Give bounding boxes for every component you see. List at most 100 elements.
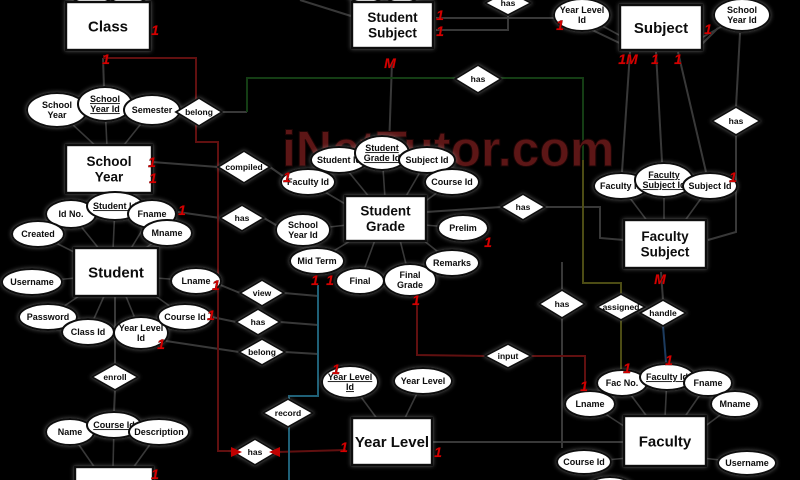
attribute-ellipse	[280, 168, 336, 196]
relationship-label: belong	[248, 347, 276, 357]
cardinality-label: 1	[148, 154, 156, 170]
attribute-label: Lname	[181, 276, 210, 286]
attribute-fac-no: Fac No.	[596, 369, 648, 397]
cardinality-label: M	[384, 55, 396, 71]
relationship-compiled: compiled	[216, 149, 272, 185]
connector-line	[283, 292, 319, 297]
attribute-label: Year Level	[401, 376, 446, 386]
relationship-has: has	[710, 105, 762, 137]
entity-class: Class	[64, 0, 152, 52]
attribute-ellipse	[289, 247, 345, 275]
attribute-label: Password	[27, 312, 70, 322]
connector-line	[425, 206, 502, 213]
relationship-view: view	[238, 278, 286, 308]
attribute-ellipse	[682, 172, 738, 200]
relationship-belong: belong	[174, 96, 224, 128]
attribute-label: Mname	[719, 399, 750, 409]
cardinality-label: 1	[436, 23, 444, 39]
relationship-has: has	[218, 203, 266, 233]
connector-line	[177, 211, 221, 219]
cardinality-label: 1	[178, 202, 186, 218]
cardinality-label: 1	[311, 272, 319, 288]
relationship-diamond	[483, 342, 533, 370]
entity-rect	[622, 414, 708, 468]
attribute-fname: Fname	[683, 369, 733, 397]
attribute-label: Id No.	[59, 209, 84, 219]
attribute-course-id: Course Id	[157, 303, 213, 331]
connector-line	[621, 51, 631, 173]
connector-line	[279, 321, 319, 326]
attribute-ellipse	[11, 220, 65, 248]
connector-line	[436, 16, 509, 31]
entity-student: Student	[72, 246, 160, 298]
arrowhead	[269, 447, 280, 457]
relationship-has: has	[231, 437, 279, 467]
relationship-label: input	[498, 351, 519, 361]
attribute-semester: Semester	[123, 94, 181, 126]
attribute-ellipse	[113, 316, 169, 350]
attribute-username: Username	[717, 450, 777, 476]
connector-line	[288, 285, 319, 401]
cardinality-label: 1	[332, 361, 340, 377]
attribute-mname: Mname	[710, 390, 760, 418]
connector-line	[662, 325, 667, 363]
cardinality-label: 1	[212, 277, 220, 293]
cardinality-label: 1	[556, 17, 564, 33]
connector-line	[246, 77, 455, 112]
attribute-label: Student Id	[317, 155, 361, 165]
entity-label: Student	[88, 264, 144, 281]
relationship-record: record	[261, 397, 315, 429]
relationship-diamond	[238, 278, 286, 308]
connector-line	[530, 355, 586, 392]
attribute-label: Subject Id	[688, 181, 731, 191]
connector-line	[276, 449, 347, 453]
entity-course-partial	[73, 465, 155, 480]
attribute-description: Description	[128, 418, 190, 446]
cardinality-label: 1	[665, 352, 673, 368]
entity-rect	[622, 218, 708, 270]
connector-line	[545, 206, 625, 241]
attribute-label: Course Id	[164, 312, 206, 322]
connector-line	[677, 51, 707, 173]
cardinality-label: 1	[704, 21, 712, 37]
attribute-label: Semester	[132, 105, 173, 115]
relationship-label: enroll	[103, 372, 126, 382]
connector-line	[284, 351, 319, 355]
entity-faculty: Faculty	[622, 414, 708, 468]
relationship-label: has	[251, 317, 266, 327]
connector-line	[388, 61, 393, 149]
attribute-ellipse	[170, 267, 222, 295]
attribute-label: Course Id	[563, 457, 605, 467]
cardinality-label: 1	[207, 307, 215, 323]
attribute-final: Final	[335, 267, 385, 295]
attribute-ellipse	[424, 249, 480, 277]
entity-rect	[618, 3, 704, 52]
relationship-label: has	[501, 0, 516, 8]
attribute-label: Class Id	[71, 327, 106, 337]
relationship-handle: handle	[638, 298, 688, 328]
attribute-class-id: Class Id	[61, 318, 115, 346]
attribute-lname: Lname	[564, 390, 616, 418]
cardinality-label: 1	[102, 51, 110, 67]
relationship-diamond	[174, 96, 224, 128]
relationship-diamond	[218, 203, 266, 233]
relationship-diamond	[261, 397, 315, 429]
cardinality-label: 1	[674, 51, 682, 67]
attribute-label: Subject Id	[405, 155, 448, 165]
attribute-remarks: Remarks	[424, 249, 480, 277]
attribute-subject-id: Subject Id	[682, 172, 738, 200]
